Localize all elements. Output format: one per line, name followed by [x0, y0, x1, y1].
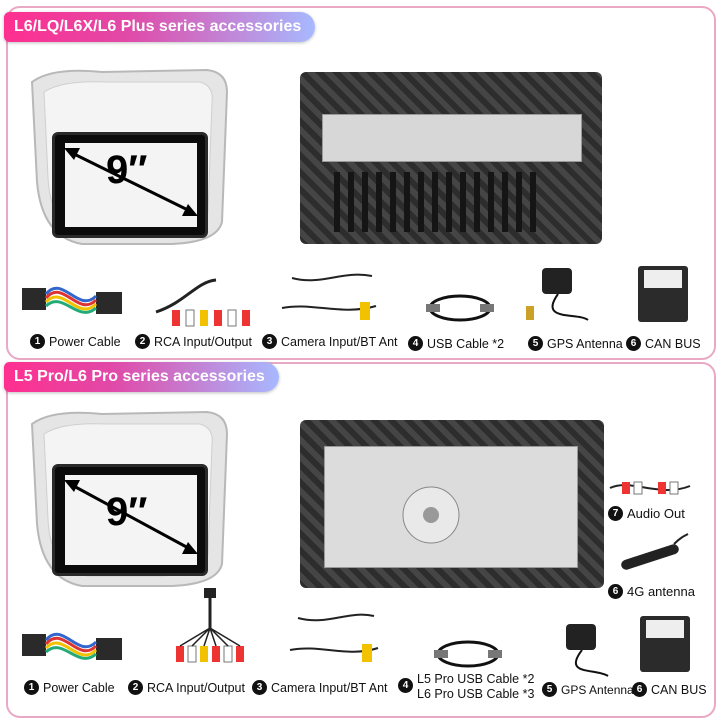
gps-antenna-icon	[526, 268, 589, 321]
usb-cable-icon	[426, 294, 494, 322]
canbus-box-icon	[638, 266, 688, 322]
gps-antenna-icon	[566, 624, 609, 677]
item-caption-usb: 4 L5 Pro USB Cable *2 L6 Pro USB Cable *…	[398, 672, 534, 702]
audio-out-cable-icon	[609, 481, 691, 495]
radio-unit-back-icon	[300, 72, 602, 244]
rca-cable-icon	[176, 588, 244, 663]
section-2-title: L5 Pro/L6 Pro series accessories	[4, 362, 279, 392]
radio-unit-back-icon	[300, 420, 604, 588]
usb-cable-icon	[434, 640, 502, 668]
4g-antenna-icon	[621, 533, 689, 570]
diagonal-arrow-icon	[64, 148, 198, 216]
section-1-title: L6/LQ/L6X/L6 Plus series accessories	[4, 12, 316, 42]
car-dash-image-1: 9″	[22, 62, 232, 252]
diagonal-arrow-icon	[64, 480, 198, 554]
power-harness-icon	[22, 286, 122, 314]
canbus-box-icon	[640, 616, 690, 672]
screen-size-label: 9″	[106, 148, 148, 192]
camera-cable-icon	[289, 613, 379, 662]
cooling-fan-icon	[402, 486, 460, 544]
car-dash-image-2: 9″	[22, 404, 232, 594]
screen-size-label: 9″	[106, 490, 148, 534]
rca-cable-icon	[155, 278, 250, 327]
camera-cable-icon	[281, 273, 377, 320]
power-harness-icon	[22, 632, 122, 660]
head-unit-screen	[52, 464, 208, 576]
